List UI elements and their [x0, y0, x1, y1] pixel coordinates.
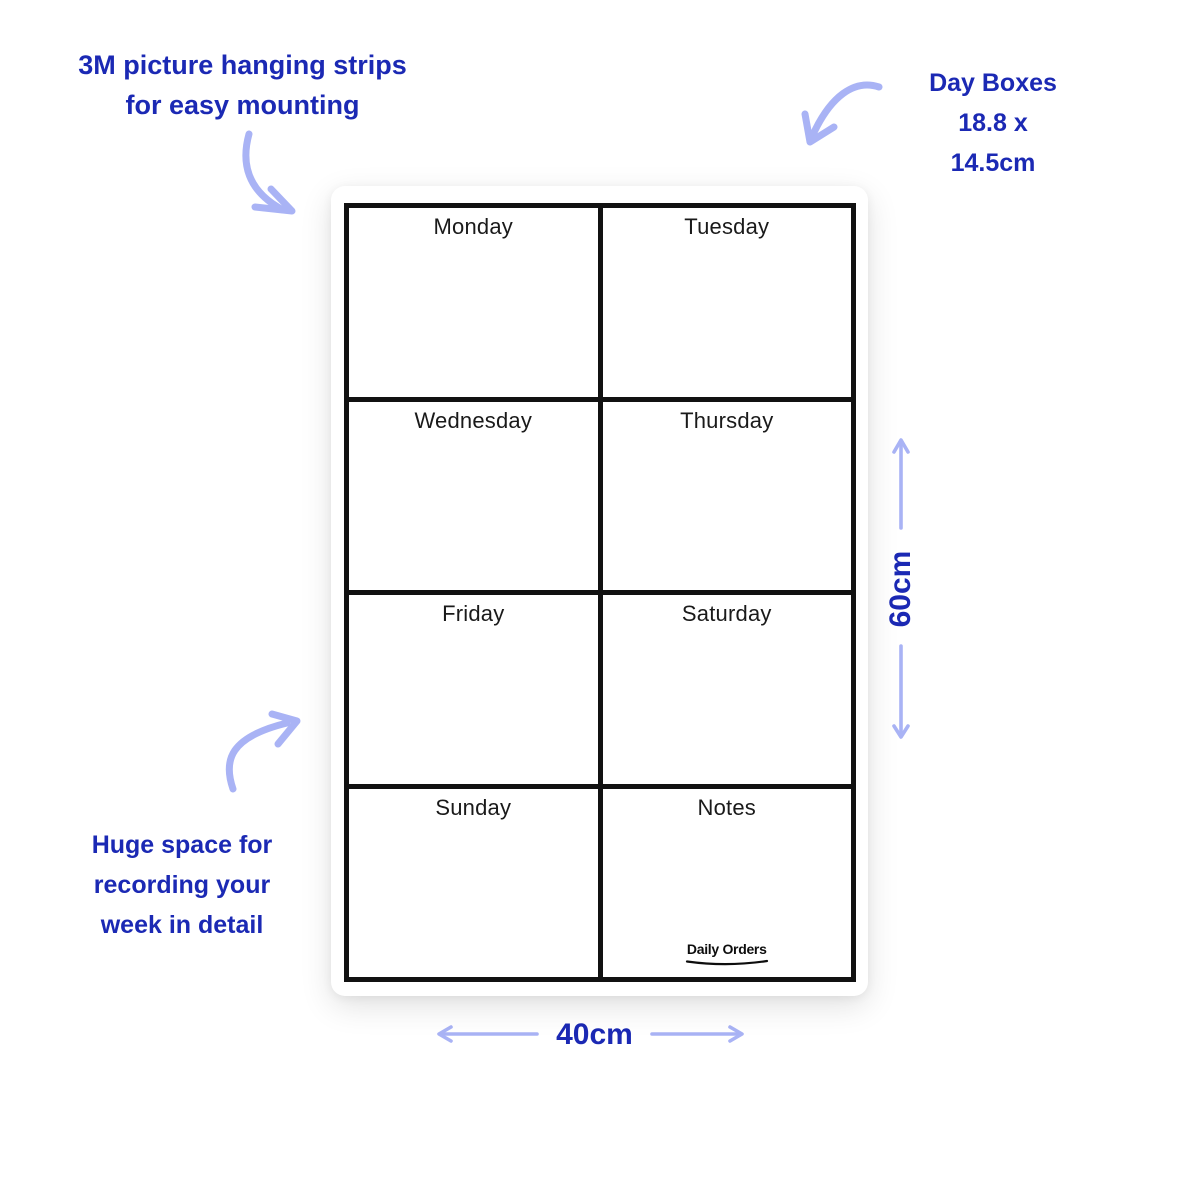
annotation-line: 18.8 x [958, 109, 1028, 137]
day-cell-monday: Monday [349, 208, 598, 397]
height-dimension-label: 60cm [884, 550, 917, 628]
day-label: Monday [433, 214, 513, 239]
day-label: Friday [442, 601, 505, 626]
curved-arrow-down-left-icon [801, 81, 883, 146]
annotation-line: 14.5cm [950, 149, 1036, 177]
annotation-hanging-strips: 3M picture hanging strips for easy mount… [60, 45, 425, 125]
brand-underline-swoosh [685, 959, 768, 966]
annotation-line: Huge space for [91, 831, 273, 859]
annotation-day-boxes: Day Boxes 18.8 x 14.5cm [903, 63, 1083, 183]
annotation-line: for easy mounting [125, 90, 360, 120]
day-label: Sunday [435, 794, 512, 820]
annotation-line: week in detail [100, 911, 264, 939]
annotation-huge-space: Huge space for recording your week in de… [72, 825, 292, 945]
day-cell-friday: Friday [349, 595, 598, 784]
annotation-line: Day Boxes [929, 69, 1057, 97]
planner-board: Monday Tuesday Wednesday Thursday Friday… [331, 186, 868, 996]
day-label: Thursday [680, 407, 774, 433]
annotation-line: recording your [93, 871, 271, 899]
width-dimension-label: 40cm [556, 1018, 633, 1051]
measure-arrow-right-icon [650, 1025, 744, 1043]
day-cell-saturday: Saturday [602, 595, 851, 784]
curved-arrow-up-right-icon [225, 710, 301, 793]
day-label: Tuesday [684, 214, 770, 239]
measure-arrow-down-icon [892, 644, 910, 739]
day-cell-sunday: Sunday [349, 788, 598, 977]
day-label: Saturday [681, 601, 772, 626]
annotation-line: 3M picture hanging strips [78, 50, 407, 80]
measure-arrow-left-icon [437, 1025, 539, 1043]
notes-label: Notes [697, 794, 756, 820]
measure-arrow-up-icon [892, 438, 910, 530]
daily-orders-logo: Daily Orders [603, 941, 852, 967]
curved-arrow-down-right-icon [242, 130, 296, 215]
brand-name: Daily Orders [686, 941, 767, 957]
day-cell-wednesday: Wednesday [349, 401, 598, 590]
planner-grid: Monday Tuesday Wednesday Thursday Friday… [344, 203, 856, 982]
notes-cell: Notes Daily Orders [602, 788, 852, 977]
day-cell-thursday: Thursday [602, 401, 851, 590]
day-label: Wednesday [414, 407, 533, 433]
day-cell-tuesday: Tuesday [602, 208, 851, 397]
